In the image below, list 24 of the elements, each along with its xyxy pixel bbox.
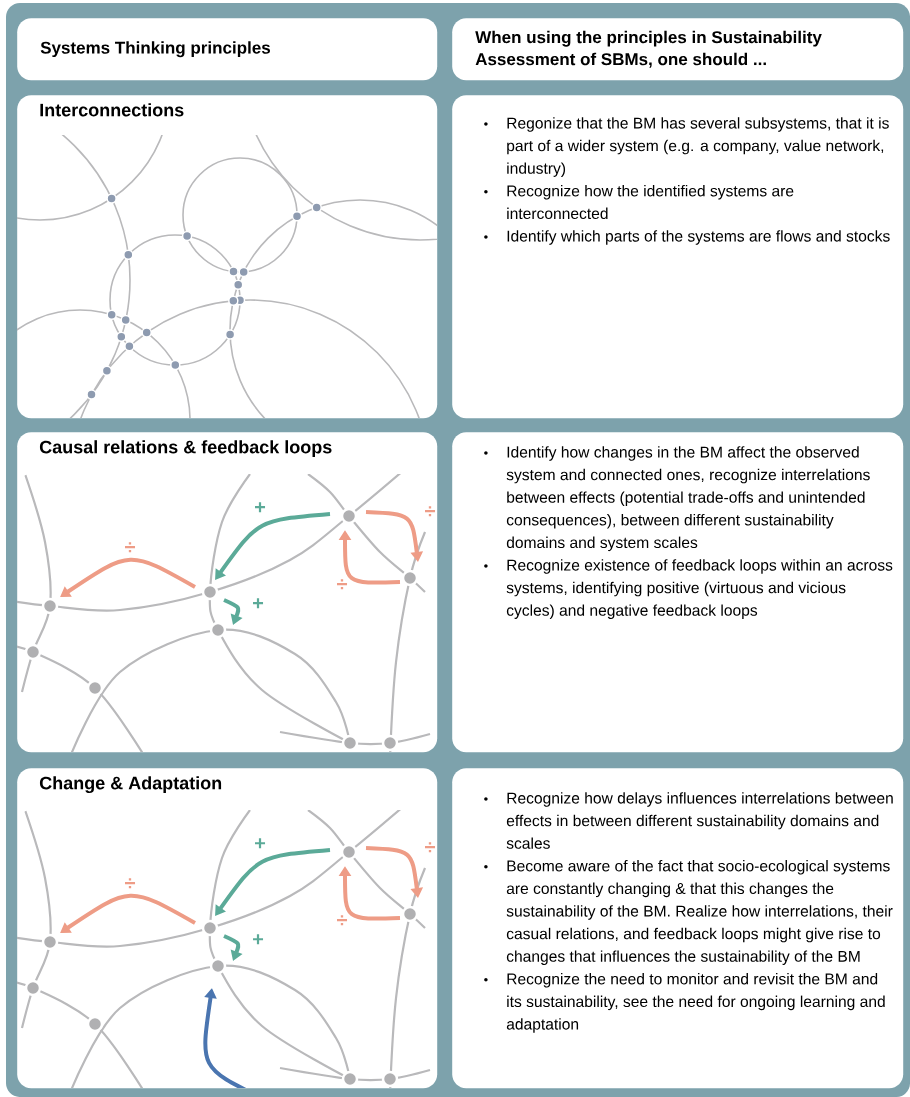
bullet-text: Identify how changes in the BM affect the observed system and connected ones, recognize interrelations between effects (potential trade-offs and unintended consequences), between different sustainability domains and system scales: [506, 446, 870, 552]
sign-label: +: [253, 598, 264, 609]
bullet-text: Recognize how the identified systems are interconnected: [507, 185, 794, 220]
bullet-text: Recognize how delays influences interrelations between effects in between different sustainability domains and scales: [506, 792, 893, 849]
text-panel: [452, 95, 904, 419]
sign-label: ÷: [125, 542, 135, 553]
sign-label: +: [255, 838, 266, 849]
bullet-text: Regonize that the BM has several subsystems, that it is part of a wider system (e.g. a company, value network, industry): [507, 117, 889, 177]
sign-label: ÷: [337, 915, 347, 926]
sign-label: ÷: [425, 842, 436, 853]
sign-label: ÷: [337, 579, 347, 590]
bullet-text: Identify which parts of the systems are flows and stocks: [507, 230, 890, 245]
text-panel: [452, 768, 904, 1089]
column-header: Systems Thinking principles: [17, 18, 438, 81]
text-panel: [452, 432, 904, 753]
sign-label: ÷: [425, 506, 436, 517]
sign-label: ÷: [125, 878, 135, 889]
column-header: When using the principles in Sustainability Assessment of SBMs, one should ...: [452, 18, 904, 81]
bullet-text: Recognize the need to monitor and revisit the BM and its sustainability, see the need for ongoing learning and adaptation: [506, 973, 885, 1033]
principle-panel: Interconnections: [17, 95, 438, 419]
bullet-text: Recognize existence of feedback loops within an across systems, identifying positive (virtuous and vicious cycles) and negative feedback loops: [506, 559, 893, 619]
bullet-text: Become aware of the fact that socio-ecological systems are constantly changing & that this changes the sustainability of the BM. Realize how interrelations, their casual relations, and feedback loops might give rise to changes that influences the sustainability of the BM: [506, 860, 893, 965]
sign-label: +: [253, 934, 264, 945]
sign-label: +: [255, 502, 266, 513]
